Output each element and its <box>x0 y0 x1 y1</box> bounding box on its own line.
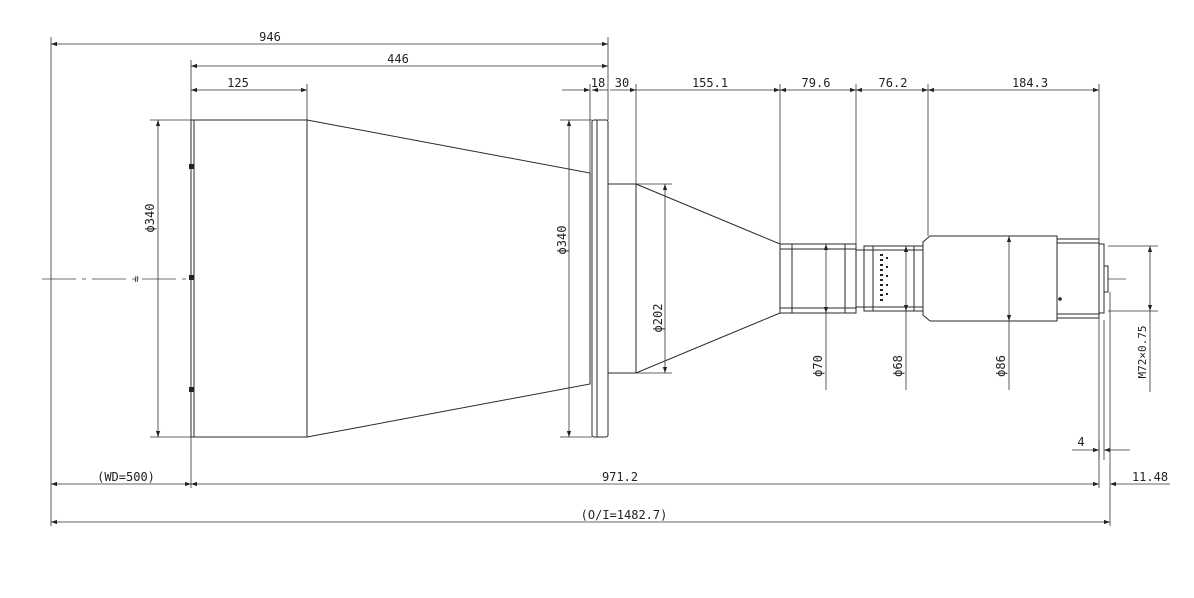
focus-scale-marks <box>880 254 888 301</box>
break-mark: ≈ <box>130 275 143 282</box>
dim-dia-340-flange: ϕ340 <box>555 226 569 255</box>
extension-lines <box>50 37 1158 526</box>
dim-946: 946 <box>259 30 281 44</box>
lens-body <box>189 119 1109 438</box>
dim-125: 125 <box>227 76 249 90</box>
dim-4: 4 <box>1077 435 1084 449</box>
mount-thread <box>1098 243 1105 314</box>
rear-cone <box>635 183 781 374</box>
dim-184-3: 184.3 <box>1012 76 1048 90</box>
dimension-labels: 946 446 125 18 30 155.1 79.6 76.2 184.3 … <box>97 30 1168 522</box>
dim-18: 18 <box>591 76 605 90</box>
flange <box>591 119 609 438</box>
dim-30: 30 <box>615 76 629 90</box>
dimension-lines <box>51 41 1170 525</box>
dim-wd-500: (WD=500) <box>97 470 155 484</box>
dim-dia-68: ϕ68 <box>891 355 905 377</box>
dim-oi-1482-7: (O/I=1482.7) <box>581 508 668 522</box>
dim-dia-86: ϕ86 <box>994 355 1008 377</box>
dim-79-6: 79.6 <box>802 76 831 90</box>
dim-thread-m72: M72×0.75 <box>1136 326 1149 379</box>
dim-155-1: 155.1 <box>692 76 728 90</box>
front-cone <box>306 119 591 438</box>
section-70 <box>779 243 857 314</box>
dim-76-2: 76.2 <box>879 76 908 90</box>
rear-barrel-86 <box>922 235 1058 322</box>
rear-cap <box>1056 238 1100 319</box>
dim-11-48: 11.48 <box>1132 470 1168 484</box>
dim-971-2: 971.2 <box>602 470 638 484</box>
mount-hub <box>607 183 637 374</box>
dim-dia-340-front: ϕ340 <box>143 204 157 233</box>
dim-dia-202: ϕ202 <box>651 304 665 333</box>
focus-ring-68 <box>863 245 924 312</box>
neck <box>855 249 865 308</box>
dim-446: 446 <box>387 52 409 66</box>
front-barrel <box>190 119 308 438</box>
dim-dia-70: ϕ70 <box>811 355 825 377</box>
